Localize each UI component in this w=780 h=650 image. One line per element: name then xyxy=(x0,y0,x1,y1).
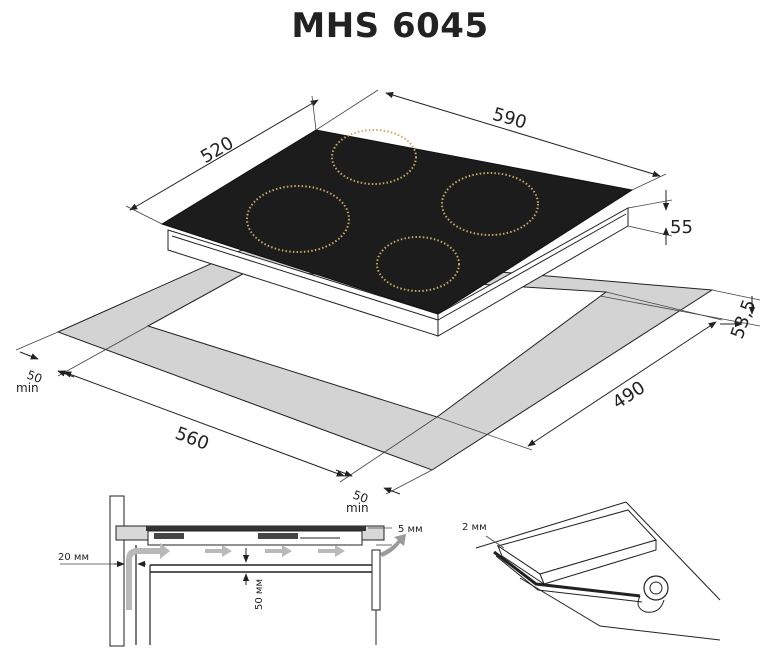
air-space-label: 50 мм xyxy=(254,579,265,610)
cutout-width-label: 560 xyxy=(172,423,212,455)
front-clearance-value: 50 xyxy=(351,488,370,506)
hob-depth-label: 520 xyxy=(197,133,237,168)
model-title: MHS 6045 xyxy=(291,6,489,46)
cooking-zone-rear-right xyxy=(441,172,539,236)
wall-gap-label: 20 мм xyxy=(58,552,89,563)
left-clearance-value: 50 xyxy=(25,368,44,386)
cutout-depth-label: 490 xyxy=(609,377,649,413)
hob-body-section xyxy=(147,530,363,546)
cutout-dimension-lines xyxy=(15,289,761,495)
seal-thickness-label: 2 мм xyxy=(462,522,487,533)
left-clearance-unit: min xyxy=(16,381,39,395)
hob-glass-section xyxy=(146,526,366,531)
hob-height-label: 55 xyxy=(670,217,693,238)
cooking-zone-front-right xyxy=(376,236,460,292)
hob-width-label: 590 xyxy=(490,104,529,134)
ventilation-gap-label: 5 мм xyxy=(398,524,423,535)
front-clearance-unit: min xyxy=(346,501,369,515)
cutout-edge-label: 53,5 xyxy=(727,297,760,342)
section-view xyxy=(60,495,406,647)
hob-dimension-lines xyxy=(125,89,673,245)
wall xyxy=(109,495,125,647)
hob xyxy=(160,129,634,337)
seal-detail-view xyxy=(475,501,721,641)
airflow-arrows xyxy=(126,534,406,610)
